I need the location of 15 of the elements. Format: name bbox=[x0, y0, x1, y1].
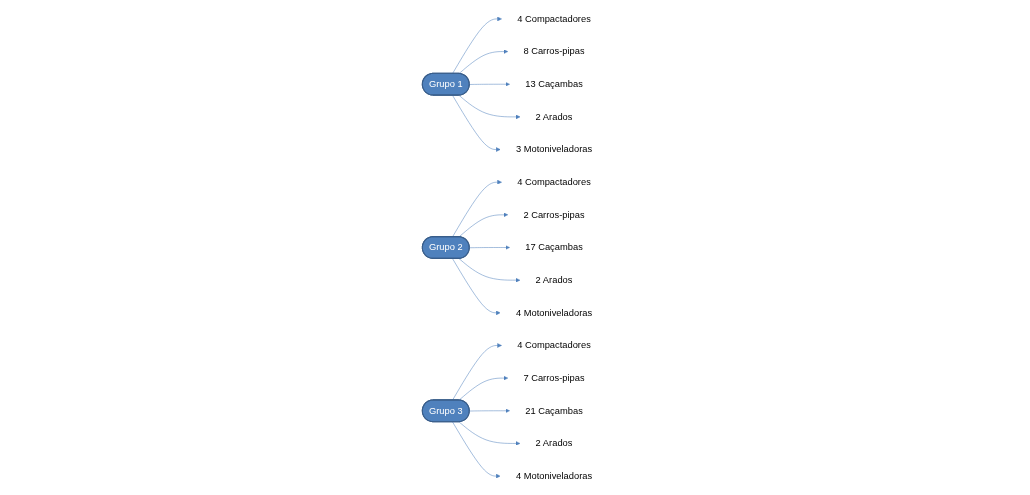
node-text: 2 Arados bbox=[535, 111, 573, 122]
node-text: 4 Compactadores bbox=[517, 13, 591, 24]
node-text: 8 Carros-pipas bbox=[523, 46, 585, 57]
node-text: 3 Motoniveladoras bbox=[515, 144, 593, 155]
node-text: 2 Carros-pipas bbox=[523, 209, 585, 220]
node-text: 21 Caçambas bbox=[525, 405, 583, 416]
node-text: 2 Arados bbox=[535, 437, 573, 449]
node-text: 7 Carros-pipas bbox=[523, 372, 585, 384]
node-text: 4 Compactadores bbox=[517, 176, 591, 188]
node-text: 17 Caçambas bbox=[525, 242, 583, 253]
node-text: 13 Caçambas bbox=[525, 78, 583, 90]
node-text: 4 Motoniveladoras bbox=[515, 307, 593, 318]
node-text: 4 Compactadores bbox=[517, 340, 591, 351]
node-text: 2 Arados bbox=[535, 274, 573, 286]
node-text: 4 Motoniveladoras bbox=[515, 470, 593, 482]
